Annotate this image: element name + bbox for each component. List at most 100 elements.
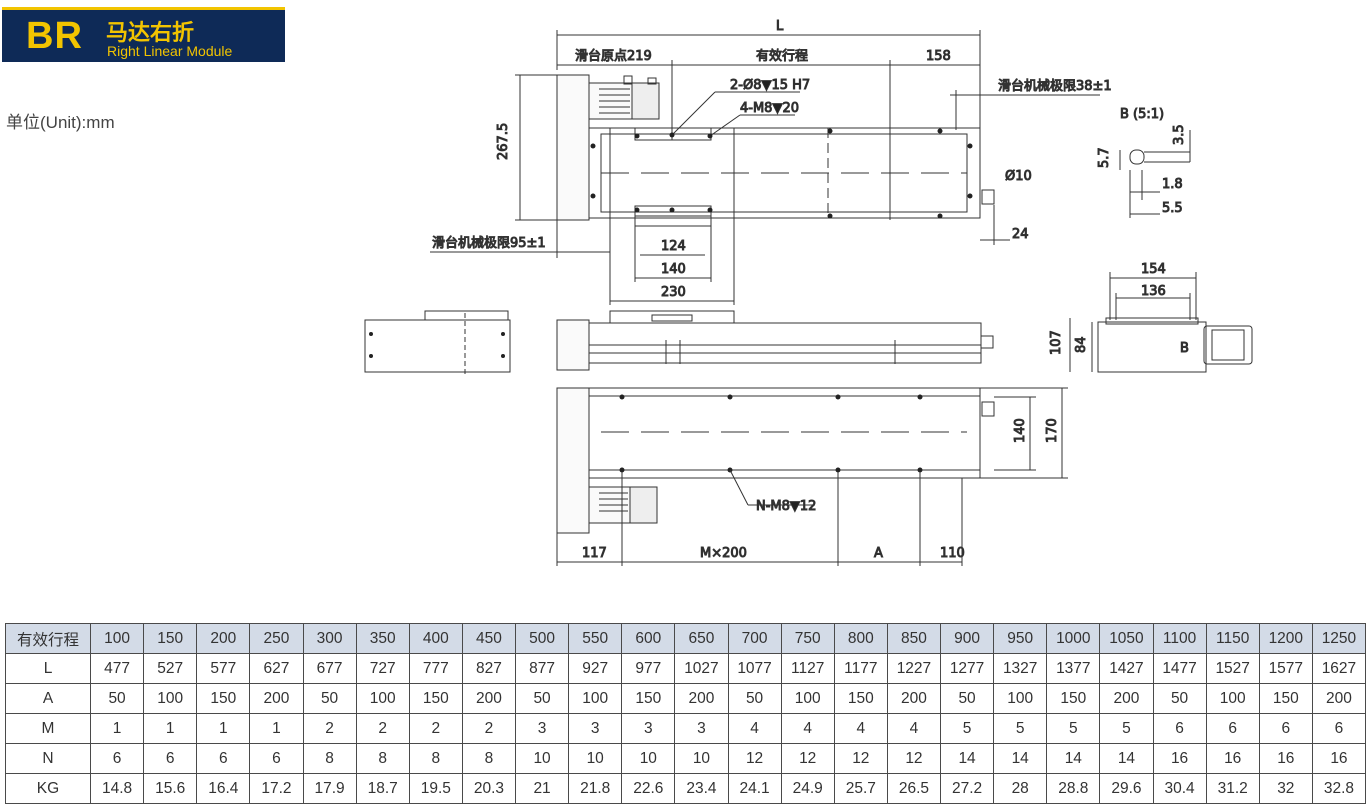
table-cell: 677 [302,653,357,684]
table-cell: 100 [780,683,835,714]
table-cell: 27.2 [939,773,995,804]
row-label: 有效行程 [5,623,91,654]
table-cell: 15.6 [143,773,198,804]
table-cell: 21.8 [568,773,623,804]
table-cell: 600 [621,623,676,654]
table-cell: 8 [302,743,357,774]
table-cell: 4 [727,713,782,744]
table-cell: 1200 [1258,623,1313,654]
row-label: N [5,743,91,774]
table-cell: 1000 [1046,623,1101,654]
table-cell: 50 [939,683,995,714]
table-cell: 25.7 [833,773,888,804]
table-cell: 200 [1311,683,1367,714]
table-cell: 2 [408,713,463,744]
table-cell: 1 [89,713,145,744]
table-cell: 6 [143,743,198,774]
table-cell: 100 [89,623,145,654]
title-english: Right Linear Module [107,43,233,59]
row-label: KG [5,773,91,804]
dim-84: 84 [1074,336,1089,353]
dim-stroke: 有效行程 [756,49,808,64]
dim-5-5: 5.5 [1162,201,1183,216]
table-cell: 50 [727,683,782,714]
table-cell: 1 [249,713,304,744]
dim-230: 230 [661,285,686,300]
row-label: M [5,713,91,744]
table-cell: 50 [302,683,357,714]
dim-136: 136 [1141,284,1166,299]
dim-267-5: 267.5 [496,123,511,160]
dim-117: 117 [582,546,607,561]
table-cell: 16 [1311,743,1367,774]
table-cell: 16 [1152,743,1207,774]
table-cell: 100 [355,683,410,714]
dim-158: 158 [926,49,951,64]
table-cell: 1100 [1152,623,1207,654]
table-cell: 5 [1099,713,1154,744]
table-cell: 32 [1258,773,1313,804]
table-cell: 977 [621,653,676,684]
table-cell: 100 [568,683,623,714]
table-cell: 3 [674,713,729,744]
table-cell: 300 [302,623,357,654]
bottom-view: N-M8▼12 117 M×200 A 110 140 170 [556,387,1068,566]
table-cell: 21 [514,773,570,804]
dim-a: A [874,546,883,561]
table-cell: 150 [1258,683,1313,714]
table-cell: 6 [1311,713,1367,744]
table-cell: 750 [780,623,835,654]
table-cell: 950 [993,623,1048,654]
dim-154: 154 [1141,262,1166,277]
dim-origin-219: 滑台原点219 [575,49,652,64]
table-cell: 477 [89,653,145,684]
table-cell: 3 [514,713,570,744]
table-cell: 200 [674,683,729,714]
table-cell: 5 [993,713,1048,744]
table-cell: 200 [249,683,304,714]
table-cell: 50 [514,683,570,714]
table-cell: 1127 [780,653,835,684]
detail-b-view: B (5:1) 3.5 5.7 1.8 5.5 [1097,107,1191,218]
table-cell: 100 [1205,683,1260,714]
table-cell: 24.1 [727,773,782,804]
table-cell: 4 [886,713,942,744]
table-cell: 527 [143,653,198,684]
table-cell: 200 [461,683,517,714]
table-cell: 16 [1258,743,1313,774]
table-cell: 26.5 [886,773,942,804]
table-cell: 827 [461,653,517,684]
table-cell: 2 [302,713,357,744]
table-cell: 22.6 [621,773,676,804]
table-cell: 850 [886,623,942,654]
table-cell: 6 [1152,713,1207,744]
unit-label: 单位(Unit):mm [6,113,115,132]
table-cell: 30.4 [1152,773,1207,804]
table-cell: 23.4 [674,773,729,804]
top-view: L 滑台原点219 有效行程 158 滑台机械极限38±1 [430,19,1112,305]
dim-124: 124 [661,239,686,254]
table-cell: 32.8 [1311,773,1367,804]
table-cell: 17.9 [302,773,357,804]
table-cell: 150 [196,683,251,714]
table-cell: 777 [408,653,463,684]
row-label: A [5,683,91,714]
table-cell: 800 [833,623,888,654]
table-cell: 900 [939,623,995,654]
table-cell: 150 [621,683,676,714]
table-cell: 12 [780,743,835,774]
table-cell: 1227 [886,653,942,684]
label-bottom-holes: N-M8▼12 [756,499,816,514]
table-cell: 627 [249,653,304,684]
table-cell: 200 [886,683,942,714]
table-cell: 14 [993,743,1048,774]
dim-phi-10: Ø10 [1005,169,1032,184]
title-banner: BR 马达右折 Right Linear Module [2,7,285,62]
dim-L: L [776,19,784,34]
